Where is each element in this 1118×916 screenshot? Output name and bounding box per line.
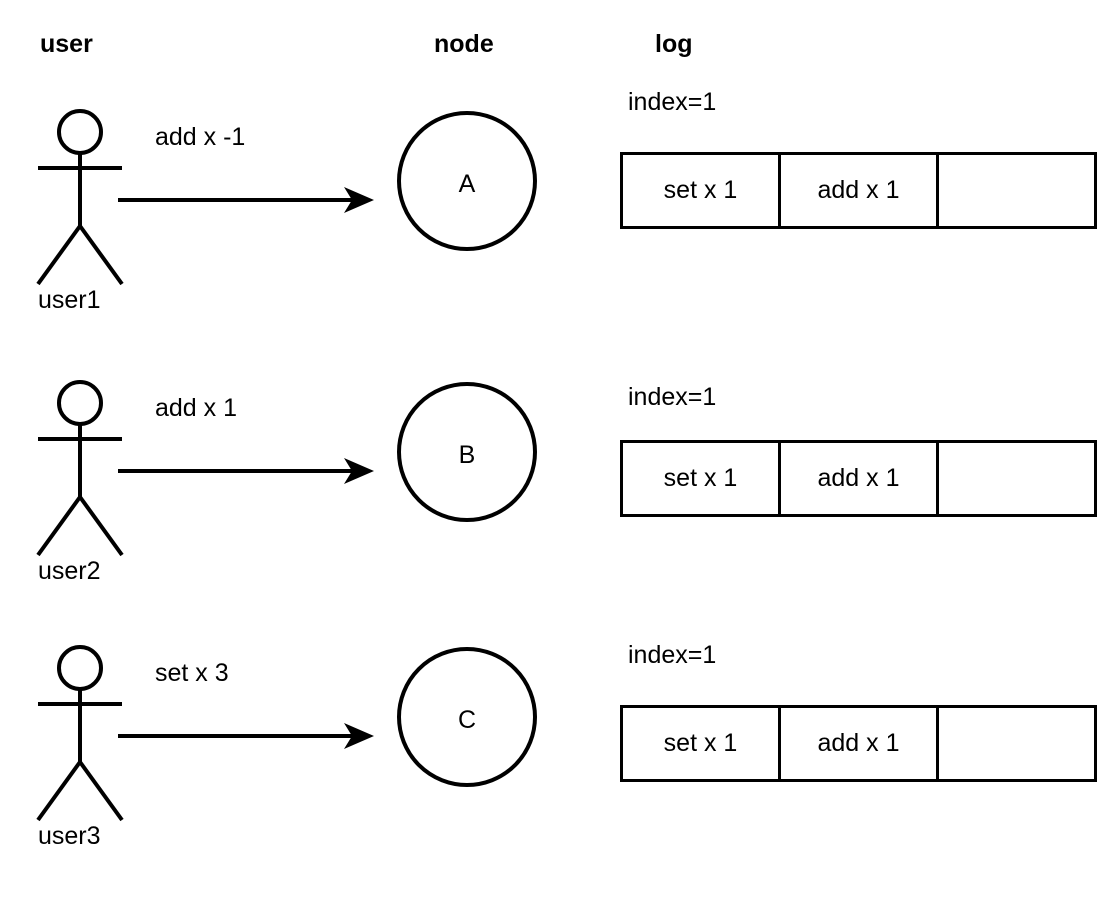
arrow-right-icon — [118, 458, 374, 484]
log-table: set x 1 add x 1 — [620, 440, 1097, 517]
column-header-node: node — [434, 30, 494, 58]
log-index-label: index=1 — [628, 383, 717, 411]
node-label: C — [457, 705, 477, 734]
column-header-log: log — [655, 30, 693, 58]
log-index-label: index=1 — [628, 88, 717, 116]
message-label: add x 1 — [155, 394, 238, 422]
diagram-row: user3 set x 3 C — [0, 636, 1118, 876]
log-entry-cell: add x 1 — [781, 708, 939, 779]
arrow-right-icon — [118, 187, 374, 213]
message-label: set x 3 — [155, 659, 229, 687]
log-entry-cell-empty — [939, 155, 1094, 226]
message-label: add x -1 — [155, 123, 246, 151]
node-label: A — [458, 169, 476, 198]
arrow-right-icon — [118, 723, 374, 749]
node-circle — [397, 111, 537, 251]
node-circle — [397, 647, 537, 787]
log-index-label: index=1 — [628, 641, 717, 669]
stick-figure-icon — [36, 380, 124, 557]
log-entry-cell: set x 1 — [623, 443, 781, 514]
diagram-row: user1 add x -1 A — [0, 100, 1118, 340]
log-entry-cell: add x 1 — [781, 155, 939, 226]
log-entry-cell: add x 1 — [781, 443, 939, 514]
log-entry-cell-empty — [939, 708, 1094, 779]
log-table: set x 1 add x 1 — [620, 152, 1097, 229]
node-circle — [397, 382, 537, 522]
log-entry-cell: set x 1 — [623, 155, 781, 226]
column-header-user: user — [40, 30, 93, 58]
log-entry-cell-empty — [939, 443, 1094, 514]
actor-label: user1 — [38, 286, 101, 314]
actor-label: user2 — [38, 557, 101, 585]
stick-figure-icon — [36, 109, 124, 286]
node-label: B — [458, 440, 476, 469]
actor-label: user3 — [38, 822, 101, 850]
stick-figure-icon — [36, 645, 124, 822]
log-entry-cell: set x 1 — [623, 708, 781, 779]
log-table: set x 1 add x 1 — [620, 705, 1097, 782]
diagram-row: user2 add x 1 B — [0, 371, 1118, 611]
